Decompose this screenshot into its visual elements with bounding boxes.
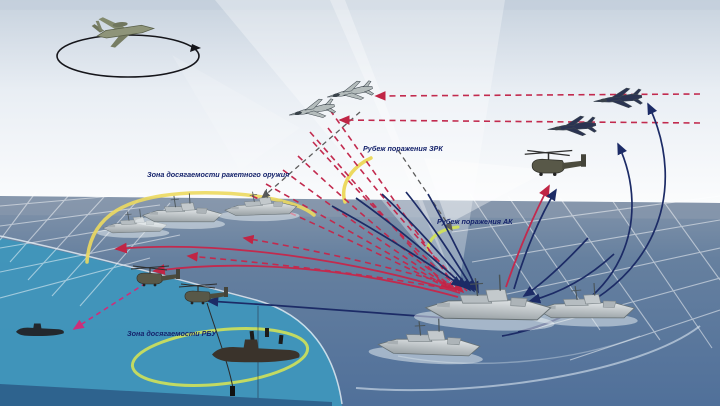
- sonobuoy-field: [249, 328, 284, 345]
- label-missile-zone: Зона досягаемости ракетного оружия: [147, 170, 290, 179]
- rbu-zone-ellipse: [130, 327, 310, 387]
- underwater-cutaway: [0, 238, 342, 406]
- label-gun-engagement-line: Рубеж поражения АК: [437, 217, 513, 226]
- sky-top-band: [0, 0, 720, 10]
- awacs-aircraft-icon: [91, 17, 156, 48]
- missile-range-arc: [85, 190, 316, 264]
- deep-water-band: [0, 384, 332, 406]
- gun-line-arc: [426, 225, 460, 252]
- missile-solid-lines: [114, 184, 550, 298]
- sensor-dashed-lines: [261, 111, 453, 232]
- label-sam-engagement-line: Рубеж поражения ЗРК: [363, 144, 443, 153]
- label-rbu-zone: Зона досягаемости РБУ: [127, 329, 217, 338]
- radar-beam-cones: [172, 0, 549, 292]
- engagement-zone-arcs: [85, 156, 460, 387]
- orbit-arrowhead: [190, 44, 201, 52]
- sam-line-arc: [342, 156, 373, 204]
